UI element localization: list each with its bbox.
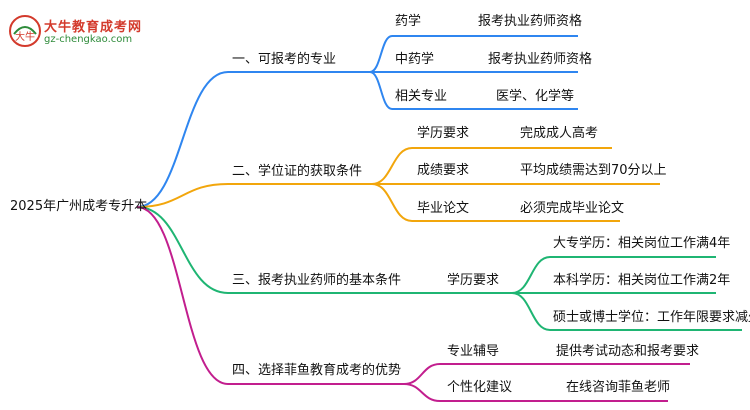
logo-url: gz-chengkao.com — [44, 34, 133, 45]
branch-1-child-1-value: 报考执业药师资格 — [478, 14, 583, 29]
logo-mark-icon: 大牛 — [9, 15, 41, 47]
root-node: 2025年广州成考专升本 — [10, 199, 148, 214]
branch-2-child-3-label: 毕业论文 — [417, 201, 470, 216]
branch-4-label: 四、选择菲鱼教育成考的优势 — [232, 363, 402, 378]
branch-2-to-child-3-line — [371, 183, 413, 222]
branch-2-child-1-value: 完成成人高考 — [520, 126, 599, 141]
branch-4-child-2-label: 个性化建议 — [447, 380, 513, 395]
branch-3-child-1-label: 学历要求 — [447, 273, 500, 288]
logo-mark-text: 大牛 — [15, 30, 35, 43]
branch-3-child-1-value-2: 本科学历：相关岗位工作满2年 — [553, 273, 731, 288]
branch-1-child-2-label: 中药学 — [395, 52, 435, 67]
branch-2-label: 二、学位证的获取条件 — [232, 164, 363, 179]
logo-title: 大牛教育成考网 — [44, 20, 143, 35]
branch-4-to-child-2-line — [403, 383, 441, 402]
site-logo[interactable]: 大牛 大牛教育成考网 gz-chengkao.com — [8, 14, 173, 50]
branch-1-to-child-3-line — [369, 71, 393, 110]
branch-4-child-1-label: 专业辅导 — [447, 344, 500, 359]
root-to-branch-4-line — [136, 206, 229, 385]
branch-1-to-child-1-line — [369, 35, 393, 73]
branch-1-child-1-label: 药学 — [395, 14, 422, 29]
branch-1-label: 一、可报考的专业 — [232, 52, 337, 67]
branch-2-child-3-value: 必须完成毕业论文 — [520, 201, 625, 216]
branch-4-child-2-value: 在线咨询菲鱼老师 — [566, 380, 671, 395]
root-to-branch-3-line — [136, 206, 229, 294]
branch-3-child-1-value-3: 硕士或博士学位：工作年限要求减少 — [553, 310, 750, 325]
branch-1-child-3-label: 相关专业 — [395, 89, 448, 104]
root-to-branch-1-line — [136, 71, 229, 208]
branch-2-child-2-label: 成绩要求 — [417, 163, 470, 178]
branch-3-child-1-to-value-1-line — [511, 256, 551, 294]
branch-3-label: 三、报考执业药师的基本条件 — [232, 273, 402, 288]
branch-4-child-1-value: 提供考试动态和报考要求 — [556, 344, 700, 359]
branch-1-child-2-value: 报考执业药师资格 — [488, 52, 593, 67]
branch-2-child-2-value: 平均成绩需达到70分以上 — [520, 163, 667, 178]
root-to-branch-2-line — [136, 183, 229, 208]
branch-2-child-1-label: 学历要求 — [417, 126, 470, 141]
branch-1-child-3-value: 医学、化学等 — [496, 89, 575, 104]
branch-4-to-child-1-line — [403, 363, 441, 385]
branch-3-child-1-to-value-3-line — [511, 292, 551, 331]
branch-3-child-1-value-1: 大专学历：相关岗位工作满4年 — [553, 236, 731, 251]
branch-2-to-child-1-line — [371, 147, 413, 185]
